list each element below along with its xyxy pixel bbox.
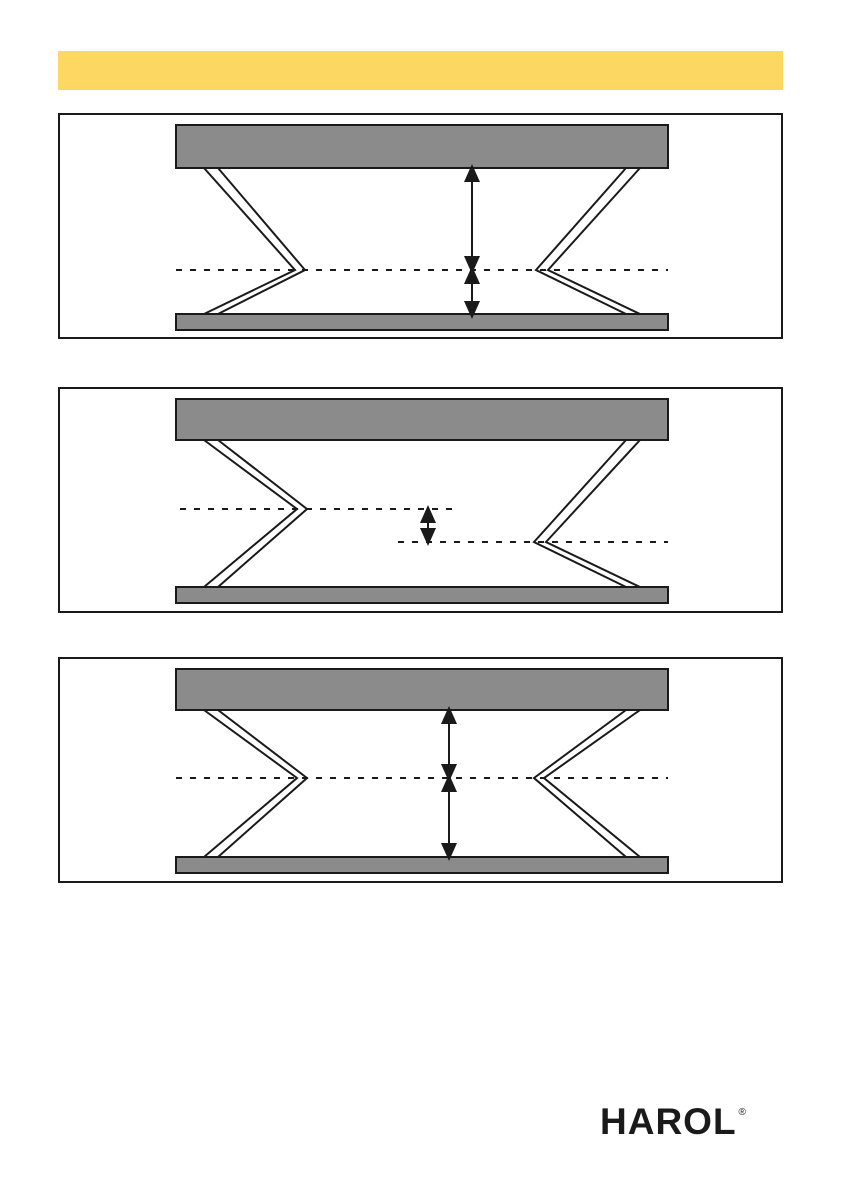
right-bellows-inner	[536, 168, 626, 314]
left-bellows-outer	[204, 440, 297, 587]
bellows-diagram-2	[60, 389, 785, 615]
registered-mark: ®	[739, 1107, 746, 1118]
diagram-panel-2	[58, 387, 783, 613]
bellows-diagram-3	[60, 659, 785, 885]
diagram-panel-1	[58, 113, 783, 339]
bottom-plate	[176, 857, 668, 873]
left-bellows-outer	[204, 710, 297, 857]
bottom-plate	[176, 587, 668, 603]
bellows-diagram-1	[60, 115, 785, 341]
diagram-panel-3	[58, 657, 783, 883]
right-bellows-inner	[534, 440, 626, 587]
bottom-plate	[176, 314, 668, 330]
left-bellows-inner	[218, 168, 305, 314]
harol-logo: HAROL ®	[600, 1105, 746, 1139]
right-bellows-outer	[544, 710, 640, 857]
top-plate	[176, 125, 668, 168]
top-plate	[176, 669, 668, 710]
top-plate	[176, 399, 668, 440]
logo-text: HAROL	[600, 1105, 737, 1139]
header-banner	[58, 51, 783, 90]
